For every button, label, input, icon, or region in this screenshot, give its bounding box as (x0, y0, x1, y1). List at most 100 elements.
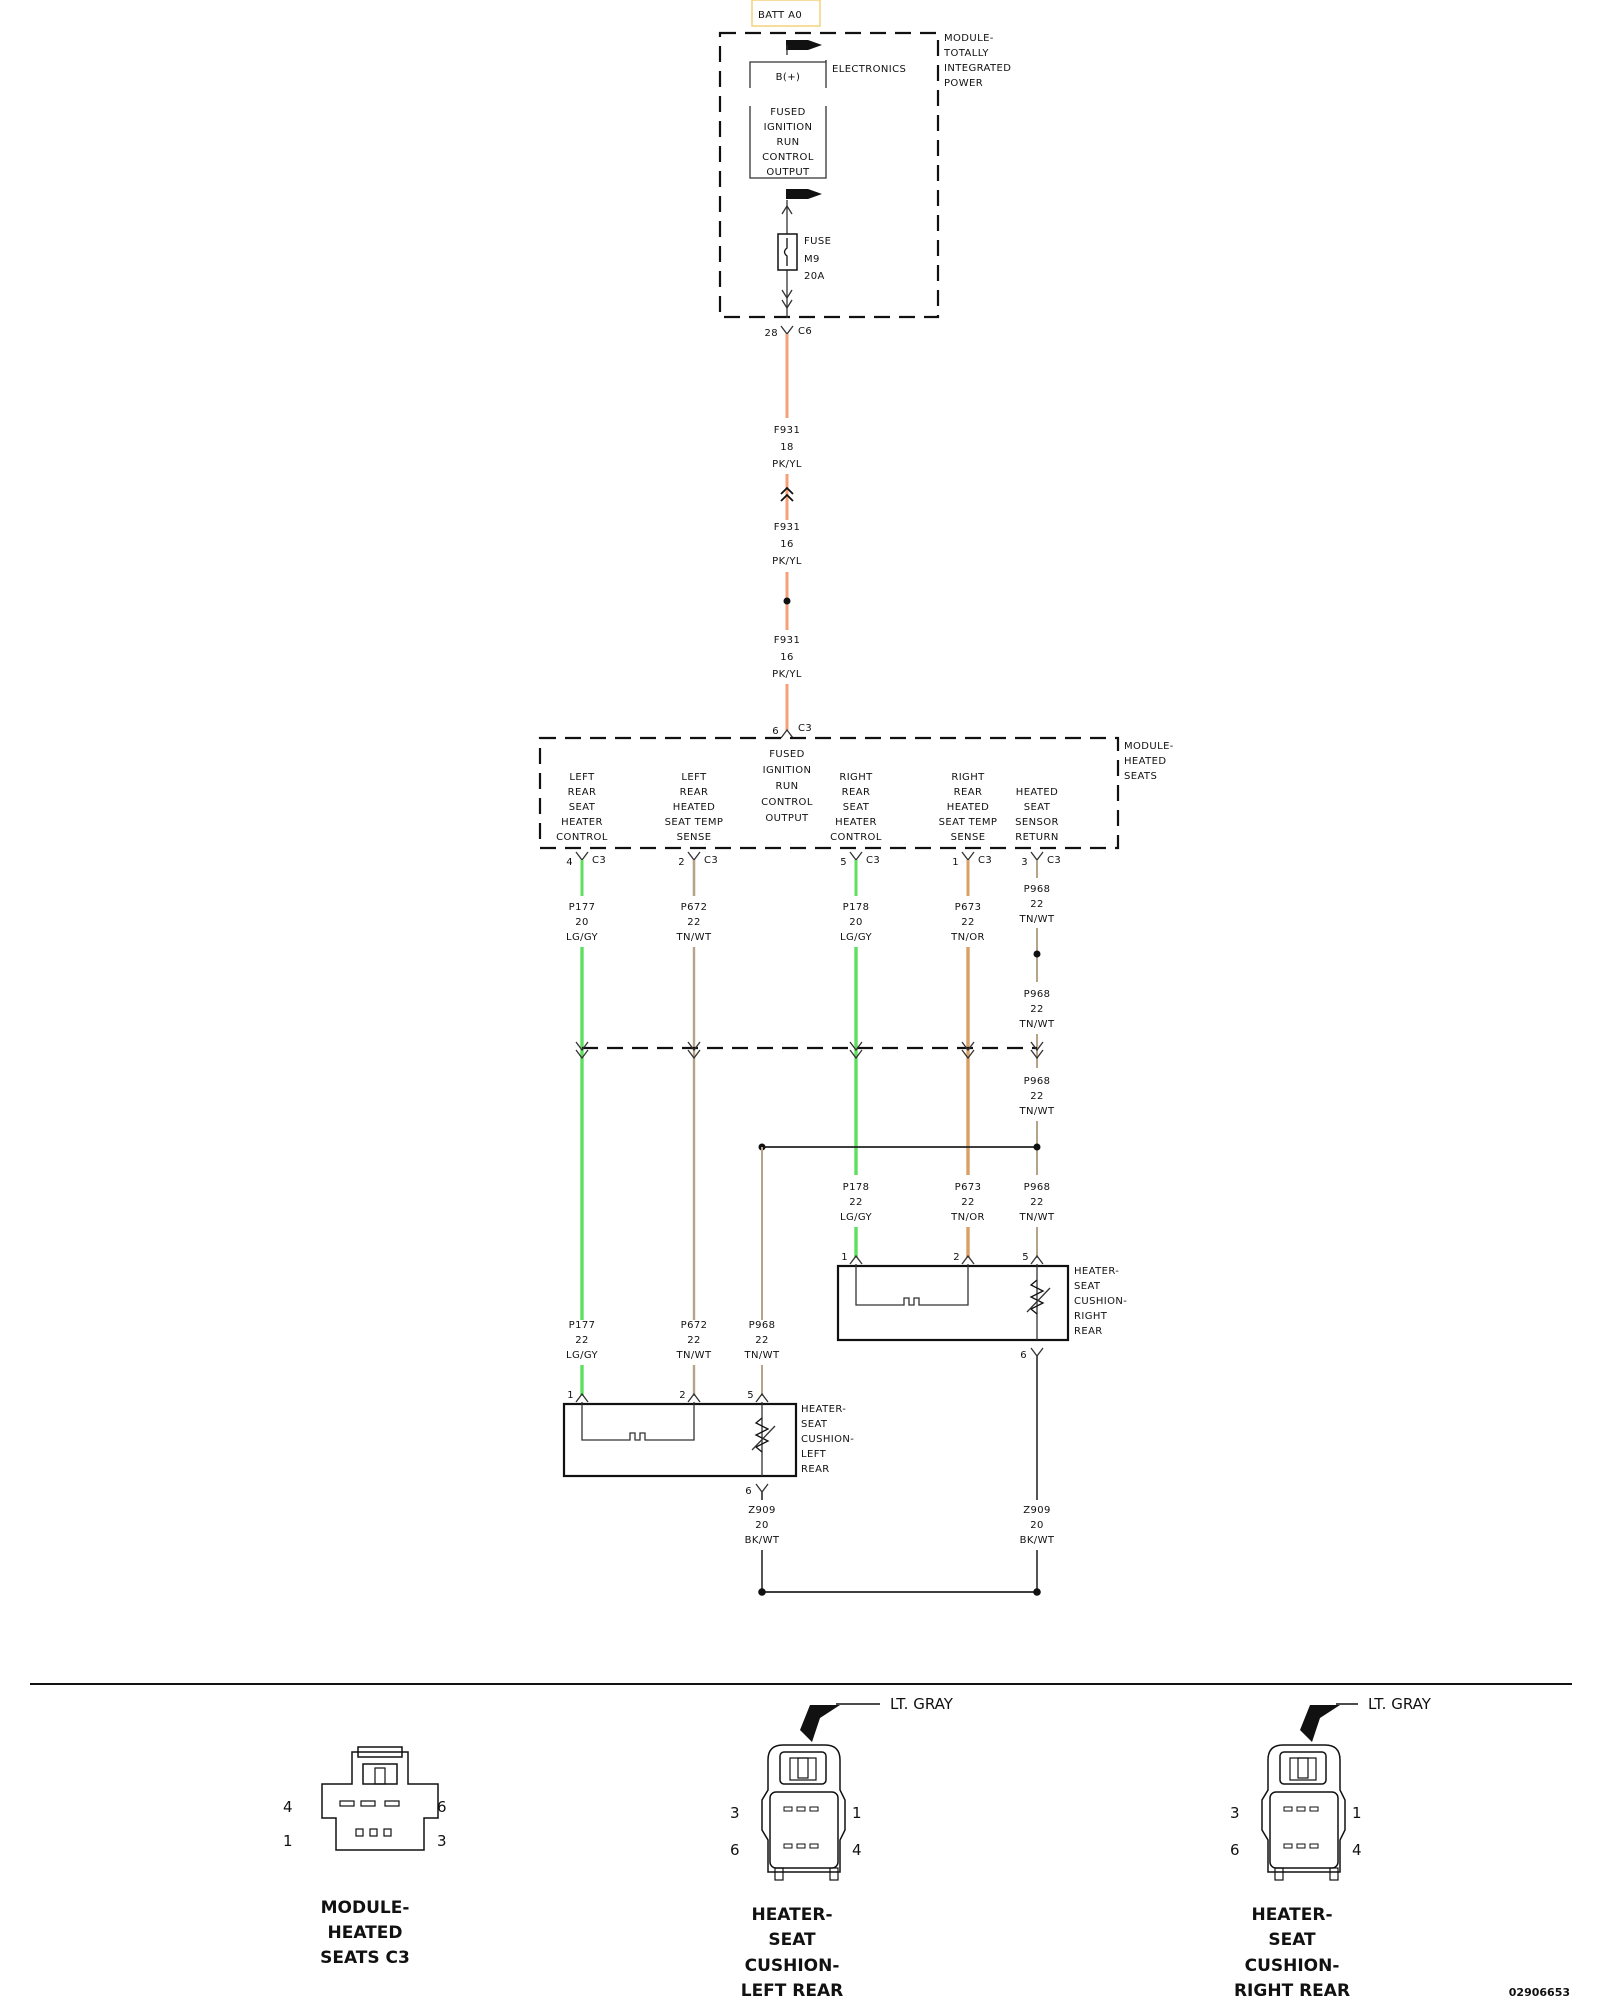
rr-label-2: SEAT (1074, 1281, 1101, 1292)
out2-conn: C3 (704, 855, 718, 866)
out5-name-1: HEATED (1016, 787, 1058, 798)
out1-name-1: LEFT (569, 772, 595, 783)
p968e-id: P968 (749, 1320, 776, 1331)
lr-conn-pin-4: 4 (852, 1841, 862, 1859)
out3-name-1: RIGHT (839, 772, 873, 783)
f931-seg3-gauge: 16 (780, 652, 794, 663)
p177-up-color: LG/GY (566, 932, 599, 943)
z909-left-color: BK/WT (745, 1535, 780, 1546)
b-plus-label: B(+) (776, 72, 801, 83)
p968a-id: P968 (1024, 884, 1051, 895)
p672-low-gauge: 22 (687, 1335, 701, 1346)
lr-pin-2: 2 (679, 1390, 686, 1401)
p177-up-gauge: 20 (575, 917, 589, 928)
rr-conn-pin-1: 1 (1352, 1804, 1362, 1822)
rr-pin-6: 6 (1020, 1350, 1027, 1361)
batt-a0-label: BATT A0 (758, 10, 802, 21)
out5-name-2: SEAT (1024, 802, 1051, 813)
p177-low-id: P177 (569, 1320, 596, 1331)
splice-dot (783, 597, 791, 605)
lr-pin-5: 5 (747, 1390, 754, 1401)
out1-name-5: CONTROL (556, 832, 608, 843)
p968a-color: TN/WT (1019, 914, 1055, 925)
p178-low-id: P178 (843, 1182, 870, 1193)
out3-name-5: CONTROL (830, 832, 882, 843)
p178-low-gauge: 22 (849, 1197, 863, 1208)
p177-low-gauge: 22 (575, 1335, 589, 1346)
hsm-c3-caption-3: SEATS C3 (320, 1948, 410, 1968)
tipm-output-5: OUTPUT (766, 167, 810, 178)
z909-right-color: BK/WT (1020, 1535, 1055, 1546)
tipm-label-2: TOTALLY (943, 48, 989, 59)
lr-label-2: SEAT (801, 1419, 828, 1430)
c6-pin: 28 (764, 328, 778, 339)
hsm-label-2: HEATED (1124, 756, 1166, 767)
f931-seg2-id: F931 (774, 522, 800, 533)
lr-cushion-box (562, 1402, 798, 1478)
ground-point-right (1033, 1588, 1041, 1596)
hsm-c3-pin-3: 3 (437, 1832, 447, 1850)
heater-seat-cushion-left-rear: 1 2 5 HEATER- SEAT CUSHION- LEFT REAR 6 (562, 1390, 854, 1497)
hsm-label-3: SEATS (1124, 771, 1157, 782)
lr-caption-1: HEATER- (751, 1905, 832, 1925)
batt-a0-box (751, 0, 821, 27)
heater-seat-cushion-right-rear: 1 2 5 HEATER- SEAT CUSHION- RIGHT REAR 6 (836, 1252, 1127, 1500)
rr-label-1: HEATER- (1074, 1266, 1119, 1277)
connector-view-right-rear: LT. GRAY 3 1 6 4 HEATER- SEAT CUSHION- R… (1230, 1695, 1432, 2000)
rr-connector-icon (1261, 1744, 1346, 1873)
hsm-boundary (538, 736, 1120, 850)
out4-name-1: RIGHT (951, 772, 985, 783)
f931-seg2-color: PK/YL (772, 556, 802, 567)
rr-label-3: CUSHION- (1074, 1296, 1127, 1307)
hsm-c3-caption-2: HEATED (328, 1923, 403, 1943)
hsm-feed-conn: C3 (798, 723, 812, 734)
splice-dot-p968 (1033, 950, 1041, 958)
ground-circuit: Z909 20 BK/WT Z909 20 BK/WT (745, 1492, 1055, 1596)
z909-left-id: Z909 (748, 1505, 776, 1516)
out2-pin: 2 (678, 857, 685, 868)
rr-conn-pin-6: 6 (1230, 1841, 1240, 1859)
lr-conn-pin-6: 6 (730, 1841, 740, 1859)
lr-caption-3: CUSHION- (745, 1956, 840, 1976)
ground-point-left (758, 1588, 766, 1596)
lr-label-1: HEATER- (801, 1404, 846, 1415)
lr-connector-icon (761, 1744, 846, 1873)
hsm-c3-pin-1: 1 (283, 1832, 293, 1850)
p968c-color: TN/WT (1019, 1106, 1055, 1117)
out1-name-2: REAR (568, 787, 597, 798)
tipm-output-2: IGNITION (764, 122, 813, 133)
out3-name-2: REAR (842, 787, 871, 798)
hsm-feed-4: CONTROL (761, 797, 813, 808)
out3-pin: 5 (840, 857, 847, 868)
out5-name-4: RETURN (1015, 832, 1059, 843)
p672-up-gauge: 22 (687, 917, 701, 928)
feed-wire-f931: F931 18 PK/YL F931 16 PK/YL F931 16 PK/Y… (772, 334, 802, 730)
p968a-gauge: 22 (1030, 899, 1044, 910)
out4-name-4: SEAT TEMP (939, 817, 998, 828)
rr-color-label: LT. GRAY (1368, 1695, 1432, 1713)
heated-seats-module: 6 C3 MODULE- HEATED SEATS FUSED IGNITION… (538, 723, 1173, 868)
p672-up-id: P672 (681, 902, 708, 913)
out4-name-2: REAR (954, 787, 983, 798)
out1-conn: C3 (592, 855, 606, 866)
figure-id: 02906653 (1509, 1986, 1570, 1999)
rr-pin-5: 5 (1022, 1252, 1029, 1263)
p968c-gauge: 22 (1030, 1091, 1044, 1102)
fuse-rating: 20A (804, 271, 825, 282)
rr-cushion-box (836, 1264, 1070, 1342)
p968b-gauge: 22 (1030, 1004, 1044, 1015)
out2-name-1: LEFT (681, 772, 707, 783)
out1-pin: 4 (566, 857, 573, 868)
lr-pointer-arrow (800, 1705, 840, 1742)
bus-arrow-top (786, 40, 822, 50)
rr-caption-2: SEAT (1268, 1930, 1316, 1950)
hsm-feed-pin: 6 (772, 726, 779, 737)
hsm-c3-caption-1: MODULE- (321, 1898, 410, 1918)
out4-name-3: HEATED (947, 802, 989, 813)
f931-seg1-gauge: 18 (780, 442, 794, 453)
hsm-feed-5: OUTPUT (765, 813, 809, 824)
p673-low-gauge: 22 (961, 1197, 975, 1208)
p968d-id: P968 (1024, 1182, 1051, 1193)
lr-caption-2: SEAT (768, 1930, 816, 1950)
hsm-c3-pin-4: 4 (283, 1798, 293, 1816)
